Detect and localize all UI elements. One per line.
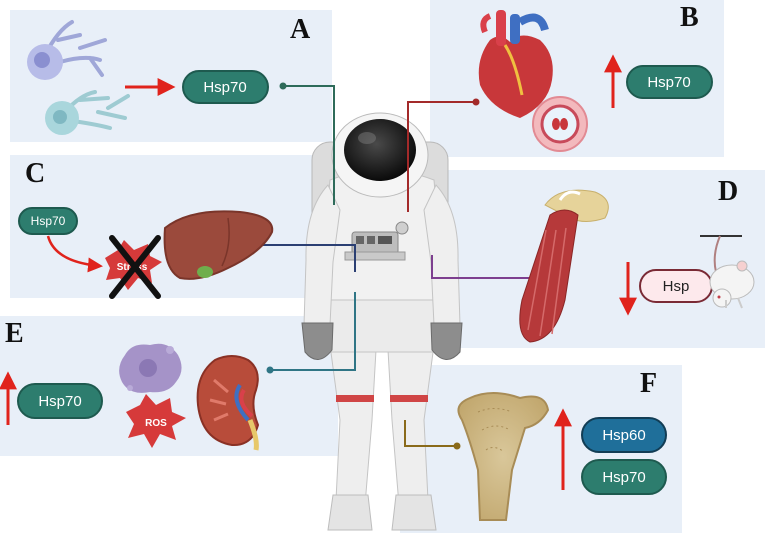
panel-e-letter: E [5, 318, 24, 349]
svg-text:Hsp: Hsp [663, 278, 690, 295]
panel-a-letter: A [290, 14, 311, 45]
panel-c-letter: C [25, 158, 45, 189]
svg-text:Hsp70: Hsp70 [203, 79, 246, 96]
svg-text:ROS: ROS [145, 418, 167, 429]
cross-mark-icon [109, 235, 161, 299]
panel-f: F Hsp60 Hsp70 [457, 368, 667, 521]
astronaut [301, 112, 463, 531]
connector-f [404, 420, 457, 447]
connector-a [283, 85, 335, 205]
panel-b: B Hsp70 [478, 2, 713, 152]
connector-d [431, 255, 536, 279]
shoulder-muscle-icon [519, 189, 609, 343]
panel-c-hsp70-pill: Hsp70 [18, 207, 78, 235]
panel-c-curved-arrow [46, 235, 103, 273]
panel-b-letter: B [680, 2, 699, 33]
panel-b-hsp70-pill: Hsp70 [626, 65, 713, 99]
liver-icon [163, 210, 274, 280]
mouse-icon [700, 235, 755, 309]
ros-burst-icon: ROS [126, 394, 186, 448]
svg-text:Hsp70: Hsp70 [602, 469, 645, 486]
panel-e-hsp70-pill: Hsp70 [17, 383, 103, 419]
connector-e [270, 292, 356, 371]
panel-d-hsp-pill: Hsp [639, 269, 713, 303]
panel-a-hsp70-pill: Hsp70 [182, 70, 269, 104]
kidney-icon [196, 355, 260, 451]
panel-d: D Hsp [519, 176, 755, 343]
connector-c [256, 244, 356, 272]
panel-f-hsp60-pill: Hsp60 [581, 417, 667, 453]
panel-f-letter: F [640, 368, 657, 399]
panel-a: A Hsp70 [27, 14, 311, 135]
svg-text:Hsp70: Hsp70 [31, 214, 66, 228]
svg-text:Hsp70: Hsp70 [38, 393, 81, 410]
svg-text:Hsp70: Hsp70 [647, 74, 690, 91]
heart-icon [478, 10, 553, 118]
panel-d-letter: D [718, 176, 738, 207]
neuron-cell-icon [27, 20, 130, 135]
panel-c: C Hsp70 Stress [18, 158, 274, 299]
panel-e: E Hsp70 ROS [0, 318, 260, 451]
svg-text:Hsp60: Hsp60 [602, 427, 645, 444]
panel-f-hsp70-pill: Hsp70 [581, 459, 667, 495]
femur-bone-icon [457, 392, 550, 521]
damaged-cell-icon [119, 343, 182, 393]
connector-b [407, 101, 476, 212]
blood-vessel-cross-section-icon [532, 96, 588, 152]
